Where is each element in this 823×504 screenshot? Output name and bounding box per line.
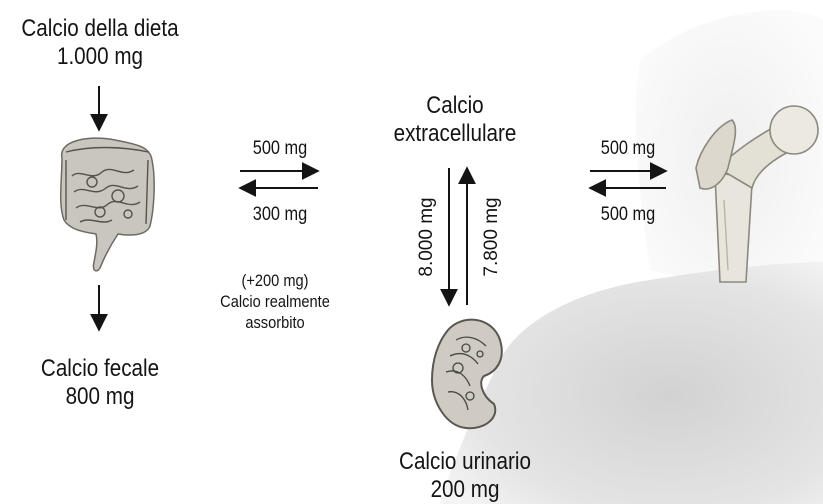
diet-title: Calcio della dieta (14, 15, 186, 43)
feces-title: Calcio fecale (23, 355, 178, 383)
absorbed-line1: (+200 mg) (193, 270, 356, 291)
fecal-calcium-label: Calcio fecale 800 mg (23, 355, 178, 411)
absorbed-line2: Calcio realmente (193, 291, 356, 312)
bone-in-value: 500 mg (585, 138, 671, 160)
feces-amount: 800 mg (23, 383, 178, 411)
diet-calcium-label: Calcio della dieta 1.000 mg (14, 15, 186, 71)
absorbed-line3: assorbito (193, 312, 356, 333)
diet-amount: 1.000 mg (14, 43, 186, 71)
extracellular-calcium-label: Calcio extracellulare (373, 92, 536, 148)
urine-amount: 200 mg (379, 476, 551, 504)
gut-out-value: 300 mg (237, 204, 323, 226)
kidney-filtered-value: 8.000 mg (416, 197, 438, 277)
extracellular-line2: extracellulare (373, 120, 536, 148)
bone-out-value: 500 mg (585, 204, 671, 226)
kidney-reabsorbed-value: 7.800 mg (481, 197, 503, 277)
absorbed-note: (+200 mg) Calcio realmente assorbito (193, 270, 356, 333)
urinary-calcium-label: Calcio urinario 200 mg (379, 448, 551, 504)
gut-in-value: 500 mg (237, 138, 323, 160)
extracellular-line1: Calcio (373, 92, 536, 120)
urine-title: Calcio urinario (379, 448, 551, 476)
